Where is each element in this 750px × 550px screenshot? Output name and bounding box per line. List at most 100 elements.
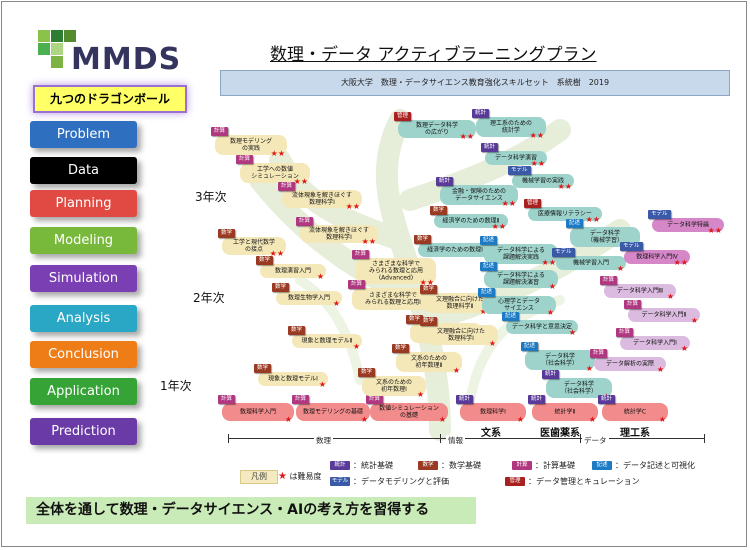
course-title: 文系のための初年数理Ⅱ bbox=[410, 355, 447, 369]
course-title: データ解析の実際 bbox=[605, 360, 654, 368]
course-title: 現象と数理モデルⅡ bbox=[301, 337, 353, 345]
legend-tag: 記述 bbox=[592, 461, 612, 470]
legend-text: ：統計基礎 bbox=[353, 461, 393, 470]
difficulty-stars: ★ bbox=[416, 390, 424, 399]
course-title: 経済学のための数理Ⅱ bbox=[442, 217, 500, 225]
category-tag: 計算 bbox=[278, 182, 296, 191]
phase-problem: Problem bbox=[30, 121, 137, 148]
category-tag: 統計 bbox=[472, 109, 490, 118]
year-label-3: 3年次 bbox=[195, 190, 227, 204]
category-tag: 統計 bbox=[598, 395, 616, 404]
course-title: 金融・保険のためのデータサイエンス bbox=[451, 188, 506, 202]
category-tag: 計算 bbox=[624, 300, 642, 309]
logo-text: MMDS bbox=[71, 42, 182, 77]
difficulty-stars: ★ bbox=[690, 316, 698, 325]
difficulty-stars: ★ bbox=[666, 292, 674, 301]
course-card: データ科学入門Ⅱ 計算 ★ bbox=[624, 300, 700, 325]
course-title: 医療情報リテラシー bbox=[538, 210, 592, 218]
difficulty-stars: ★★ bbox=[707, 226, 722, 235]
course-title: データ科学による課題解決演習 bbox=[497, 272, 545, 286]
course-title: 数理演習入門 bbox=[274, 267, 311, 275]
category-tag: 計算 bbox=[348, 280, 366, 289]
difficulty-stars: ★ bbox=[548, 282, 556, 291]
phase-data: Data bbox=[30, 157, 137, 184]
category-tag: 数学 bbox=[420, 317, 438, 326]
course-card: 金融・保険のためのデータサイエンス統計★★ bbox=[436, 177, 518, 208]
course-card: さまざまな科学でみられる数理と応用(Advanced)計算★★ bbox=[352, 250, 436, 287]
course-card: 数理データ科学の広がり管理★★ bbox=[394, 112, 476, 141]
difficulty-stars: ★★ bbox=[269, 249, 284, 258]
course-title: データ科学入門Ⅰ bbox=[633, 339, 677, 347]
difficulty-stars: ★ bbox=[656, 365, 664, 374]
course-title: 数理生物学入門 bbox=[287, 294, 330, 302]
course-title: 統計学Ⅱ bbox=[554, 408, 576, 416]
course-card: 数値シミュレーションの基礎計算★ bbox=[366, 395, 448, 424]
course-title: データ科学と意思決定 bbox=[512, 323, 573, 331]
legend-item: 管理：データ管理とキュレーション bbox=[505, 476, 640, 487]
legend-tag: モデル bbox=[330, 477, 350, 486]
difficulty-stars: ★★ bbox=[529, 131, 544, 140]
axis-label-math: 数理 bbox=[314, 435, 333, 446]
course-card: 工学への数値シミュレーション計算★★ bbox=[236, 155, 310, 186]
course-title: データ科学（社会科学） bbox=[541, 353, 578, 367]
course-title: データ科学（機械学習） bbox=[586, 230, 623, 244]
field-medical: 医歯薬系 bbox=[540, 428, 580, 439]
course-title: データ科学演習 bbox=[494, 154, 537, 162]
category-tag: モデル bbox=[648, 210, 671, 219]
category-tag: 数学 bbox=[414, 235, 432, 244]
course-title: データ科学入門Ⅱ bbox=[641, 311, 687, 319]
category-tag: 数学 bbox=[256, 256, 274, 265]
category-tag: 計算 bbox=[600, 276, 618, 285]
course-card: 医療情報リテラシー管理★★ bbox=[524, 199, 602, 224]
course-card: データ科学と意思決定記述★ bbox=[502, 312, 578, 337]
legend-tag: 管理 bbox=[505, 477, 525, 486]
course-title: 数理科学入門Ⅳ bbox=[636, 253, 678, 261]
difficulty-stars: ★★ bbox=[293, 177, 308, 186]
course-title: 文理融合に向けた数理科学Ⅱ bbox=[435, 296, 484, 310]
difficulty-stars: ★★ bbox=[585, 215, 600, 224]
course-title: 流体現象を解きほぐす数理科学Ⅰ bbox=[291, 192, 352, 206]
course-card: データ解析の実際計算★ bbox=[590, 349, 666, 374]
category-tag: 数学 bbox=[254, 364, 272, 373]
category-tag: 数学 bbox=[420, 285, 438, 294]
category-tag: 記述 bbox=[521, 342, 539, 351]
category-tag: モデル bbox=[508, 166, 531, 175]
year-label-1: 1年次 bbox=[160, 379, 192, 393]
legend-text: ：計算基礎 bbox=[535, 461, 575, 470]
difficulty-stars: ★★ bbox=[530, 159, 545, 168]
difficulty-stars: ★ bbox=[284, 415, 292, 424]
difficulty-stars: ★ bbox=[332, 299, 340, 308]
course-card: 数理モデリングの実践計算★★ bbox=[211, 127, 287, 158]
category-tag: 計算 bbox=[352, 250, 370, 259]
category-tag: 記述 bbox=[478, 288, 496, 297]
category-tag: 数学 bbox=[288, 326, 306, 335]
category-tag: 記述 bbox=[502, 312, 520, 321]
course-card: 工学と現代数学の接点数学★★ bbox=[218, 229, 286, 258]
course-title: 機械学習の実践 bbox=[521, 177, 564, 185]
category-tag: 数学 bbox=[218, 229, 236, 238]
course-title: 理工系のための統計学 bbox=[489, 120, 532, 134]
page-title: 数理・データ アクティブラーニングプラン bbox=[270, 45, 597, 65]
legend-item: 計算：計算基礎 bbox=[512, 460, 575, 471]
course-title: データ科学（社会科学） bbox=[560, 381, 597, 395]
phase-conclusion: Conclusion bbox=[30, 341, 137, 368]
field-humanities: 文系 bbox=[481, 428, 501, 439]
phase-simulation: Simulation bbox=[30, 265, 137, 292]
difficulty-stars: ★ bbox=[316, 272, 324, 281]
legend-tag: 統計 bbox=[330, 461, 350, 470]
legend-tag: 計算 bbox=[512, 461, 532, 470]
course-title: 文理融合に向けた数理科学Ⅰ bbox=[436, 328, 485, 342]
legend-text: ：数学基礎 bbox=[441, 461, 481, 470]
course-title: さまざまな科学でみられる数理と応用(Advanced) bbox=[368, 260, 423, 282]
year-label-2: 2年次 bbox=[193, 291, 225, 305]
